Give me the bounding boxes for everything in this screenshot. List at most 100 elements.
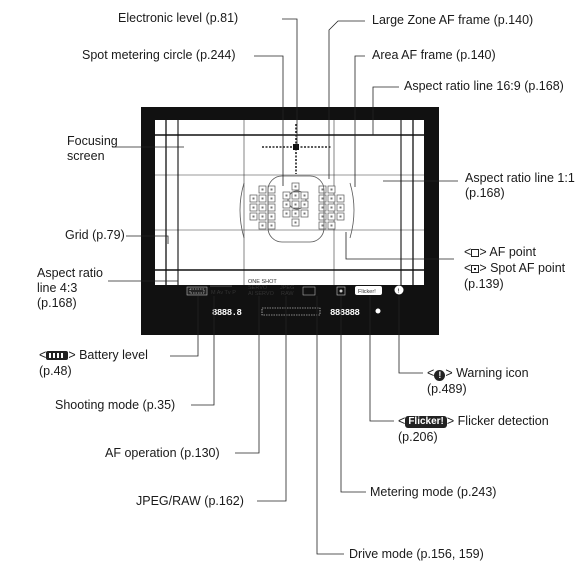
label-focusing-screen-2: screen xyxy=(67,149,105,163)
af-point-dot xyxy=(321,215,324,218)
af-point-dot xyxy=(321,206,324,209)
label-warning: <!> Warning icon xyxy=(427,366,529,381)
af-point-dot xyxy=(270,188,273,191)
af-point-dot xyxy=(330,206,333,209)
electronic-level xyxy=(262,124,331,174)
af-point-dot xyxy=(285,212,288,215)
label-spot-af-pre: < xyxy=(464,261,472,275)
af-point-dot xyxy=(321,224,324,227)
aspect-ratio-16-9-lines xyxy=(155,134,424,271)
label-af-point: <> AF point xyxy=(464,245,536,260)
af-point-dot xyxy=(252,206,255,209)
af-point-dot xyxy=(294,194,297,197)
vf-flicker-badge xyxy=(355,286,382,295)
label-af-point-text: > AF point xyxy=(479,245,536,259)
flicker-badge-icon: Flicker! xyxy=(405,416,447,428)
vf-drive-mode-icon xyxy=(302,286,316,296)
label-spot-metering: Spot metering circle (p.244) xyxy=(82,48,236,62)
vf-seg-right: 888888 xyxy=(330,308,360,318)
af-point-dot xyxy=(339,206,342,209)
vf-seg-left: 8888.8 xyxy=(212,308,242,318)
af-point-dot xyxy=(330,224,333,227)
label-af-point-page: (p.139) xyxy=(464,277,504,291)
af-point-dot xyxy=(294,185,297,188)
grid xyxy=(155,120,424,285)
vf-exposure-scale xyxy=(261,307,321,316)
vf-shooting-modes: M Av Tv P xyxy=(211,290,236,296)
vf-af-servo: SERVO xyxy=(248,285,268,291)
area-af-frame-right xyxy=(349,182,355,239)
label-grid: Grid (p.79) xyxy=(65,228,125,242)
vf-warning-icon xyxy=(394,285,404,295)
spot-af-point-icon xyxy=(471,265,480,273)
vf-warning-glyph: ! xyxy=(398,289,400,295)
viewfinder-lcd-row: 8888.8 888888 xyxy=(212,307,381,318)
label-large-zone-af: Large Zone AF frame (p.140) xyxy=(372,13,534,27)
label-flicker: <Flicker!> Flicker detection xyxy=(398,414,549,429)
label-battery-page: (p.48) xyxy=(39,364,72,378)
vf-mode-top: ▬▬▬▬ xyxy=(210,283,233,289)
af-point-dot xyxy=(261,224,264,227)
af-point-dot xyxy=(330,215,333,218)
label-warning-text: > Warning icon xyxy=(445,366,529,380)
label-shooting-mode: Shooting mode (p.35) xyxy=(55,398,176,412)
af-point-dot xyxy=(321,188,324,191)
af-point-dot xyxy=(303,212,306,215)
vf-af-one-shot: ONE SHOT xyxy=(248,279,277,285)
label-jpeg-raw: JPEG/RAW (p.162) xyxy=(136,494,244,508)
af-point-dot xyxy=(285,194,288,197)
af-point-dot xyxy=(252,197,255,200)
label-aspect-4-3-a: Aspect ratio xyxy=(37,266,104,280)
af-point-dot xyxy=(303,203,306,206)
af-point-dot xyxy=(270,215,273,218)
af-point-dot xyxy=(339,215,342,218)
af-point-dot xyxy=(294,212,297,215)
warning-icon: ! xyxy=(434,370,446,381)
vf-jpeg: JPEG xyxy=(280,285,294,291)
label-battery-pre: < xyxy=(39,348,47,362)
large-zone-af-frame xyxy=(267,175,325,243)
af-point-dot xyxy=(294,221,297,224)
label-metering-mode: Metering mode (p.243) xyxy=(370,485,497,499)
af-point-dot xyxy=(270,197,273,200)
aspect-ratio-4-3-lines xyxy=(165,120,414,285)
af-point-dot xyxy=(285,203,288,206)
af-point-dot xyxy=(261,188,264,191)
label-spot-af-text: > Spot AF point xyxy=(479,261,566,275)
label-area-af: Area AF frame (p.140) xyxy=(372,48,496,62)
label-battery: < > Battery level xyxy=(39,348,148,363)
vf-flicker-text: Flicker! xyxy=(358,289,376,295)
vf-battery-icon xyxy=(186,286,208,296)
af-point-dot xyxy=(270,224,273,227)
af-point-dot xyxy=(303,194,306,197)
vf-af-ai-servo: AI SERVO xyxy=(248,291,275,297)
label-focusing-screen-1: Focusing xyxy=(67,134,118,148)
af-point-dot xyxy=(252,215,255,218)
aspect-ratio-1-1-lines xyxy=(177,120,402,285)
af-point-dot xyxy=(270,206,273,209)
area-af-frame-left xyxy=(239,182,245,239)
viewfinder-info-panel: ▬▬▬▬ M Av Tv P ONE SHOT SERVO AI SERVO J… xyxy=(186,279,404,297)
af-points xyxy=(249,182,345,230)
label-aspect-1-1-b: (p.168) xyxy=(465,186,505,200)
af-point-dot xyxy=(321,197,324,200)
af-point-dot xyxy=(261,206,264,209)
label-aspect-16-9: Aspect ratio line 16:9 (p.168) xyxy=(404,79,564,93)
label-drive-mode: Drive mode (p.156, 159) xyxy=(349,547,484,561)
af-point-dot xyxy=(330,188,333,191)
spot-metering-circle xyxy=(287,190,307,210)
label-flicker-text: > Flicker detection xyxy=(446,414,549,428)
vf-raw: RAW xyxy=(281,291,294,297)
leader-lines xyxy=(108,18,458,555)
af-point-icon xyxy=(471,249,480,257)
label-warning-page: (p.489) xyxy=(427,382,467,396)
af-point-dot xyxy=(294,203,297,206)
label-electronic-level: Electronic level (p.81) xyxy=(118,11,239,25)
label-battery-text: > Battery level xyxy=(68,348,148,362)
label-spot-af-point: < > Spot AF point xyxy=(464,261,565,276)
label-aspect-1-1-a: Aspect ratio line 1:1 xyxy=(465,171,575,185)
label-warning-pre: < xyxy=(427,366,435,380)
battery-icon xyxy=(46,351,69,360)
af-point-dot xyxy=(339,197,342,200)
